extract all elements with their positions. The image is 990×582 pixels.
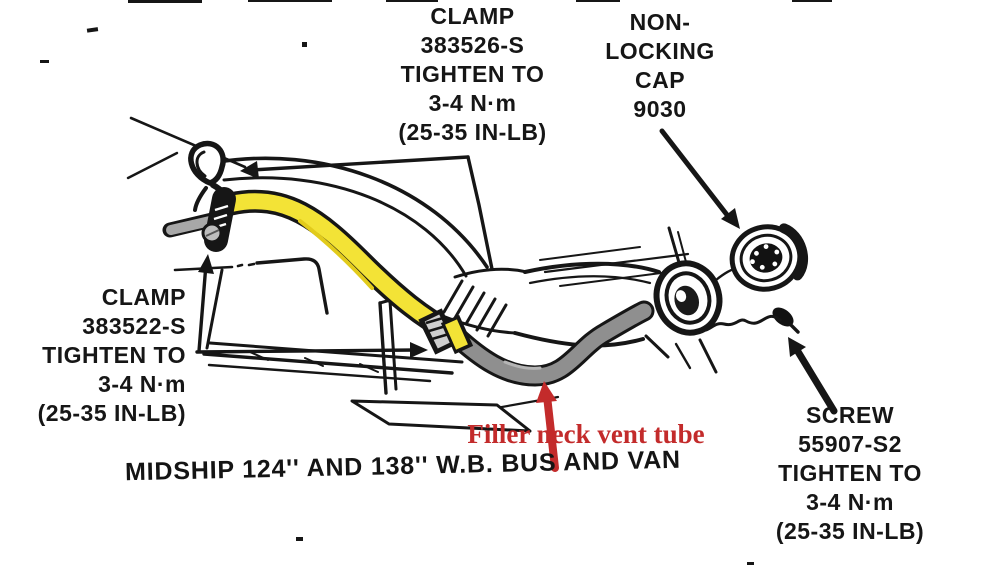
screw-drawing [704, 307, 800, 334]
label-clamp-top-line: (25-35 IN-LB) [398, 119, 547, 145]
label-cap: NON- LOCKING CAP 9030 [585, 8, 735, 124]
vent-tube [445, 300, 655, 387]
label-screw-line: 55907-S2 [798, 431, 902, 457]
label-clamp-top-line: CLAMP [430, 3, 515, 29]
label-clamp-top-line: 3-4 N·m [428, 90, 517, 116]
vent-tube-pointer-arrow [536, 381, 559, 472]
vent-tube-stub [162, 212, 220, 238]
label-clamp-left-line: TIGHTEN TO [42, 342, 186, 368]
cap-drawing [729, 223, 809, 292]
label-cap-line: NON- [629, 9, 691, 35]
label-clamp-left-line: (25-35 IN-LB) [37, 400, 186, 426]
clamp-mid-drawing [418, 308, 474, 355]
label-clamp-top-line: TIGHTEN TO [400, 61, 545, 87]
label-cap-line: 9030 [633, 96, 687, 122]
label-clamp-left: CLAMP 383522-S TIGHTEN TO 3-4 N·m (25-35… [0, 283, 186, 428]
label-clamp-left-line: 383522-S [82, 313, 186, 339]
label-screw: SCREW 55907-S2 TIGHTEN TO 3-4 N·m (25-35… [762, 401, 938, 546]
vent-tube-annotation: Filler neck vent tube [467, 419, 705, 449]
label-clamp-top: CLAMP 383526-S TIGHTEN TO 3-4 N·m (25-35… [375, 2, 570, 147]
leader-arrows [195, 128, 838, 415]
filler-hose [219, 189, 461, 343]
filler-neck-opening [653, 260, 723, 336]
filler-pipe-outline [216, 156, 742, 374]
support-bracket [202, 257, 532, 433]
label-screw-line: SCREW [805, 402, 895, 428]
label-screw-line: 3-4 N·m [806, 489, 894, 515]
label-cap-line: CAP [634, 67, 686, 93]
label-clamp-left-line: CLAMP [101, 284, 186, 310]
label-clamp-top-line: 383526-S [420, 32, 525, 58]
label-screw-line: TIGHTEN TO [778, 460, 922, 486]
label-clamp-left-line: 3-4 N·m [98, 371, 186, 397]
clamp-left-drawing [201, 187, 236, 252]
label-cap-line: LOCKING [605, 38, 715, 64]
scan-speckles [40, 0, 832, 565]
label-screw-line: (25-35 IN-LB) [775, 518, 925, 544]
